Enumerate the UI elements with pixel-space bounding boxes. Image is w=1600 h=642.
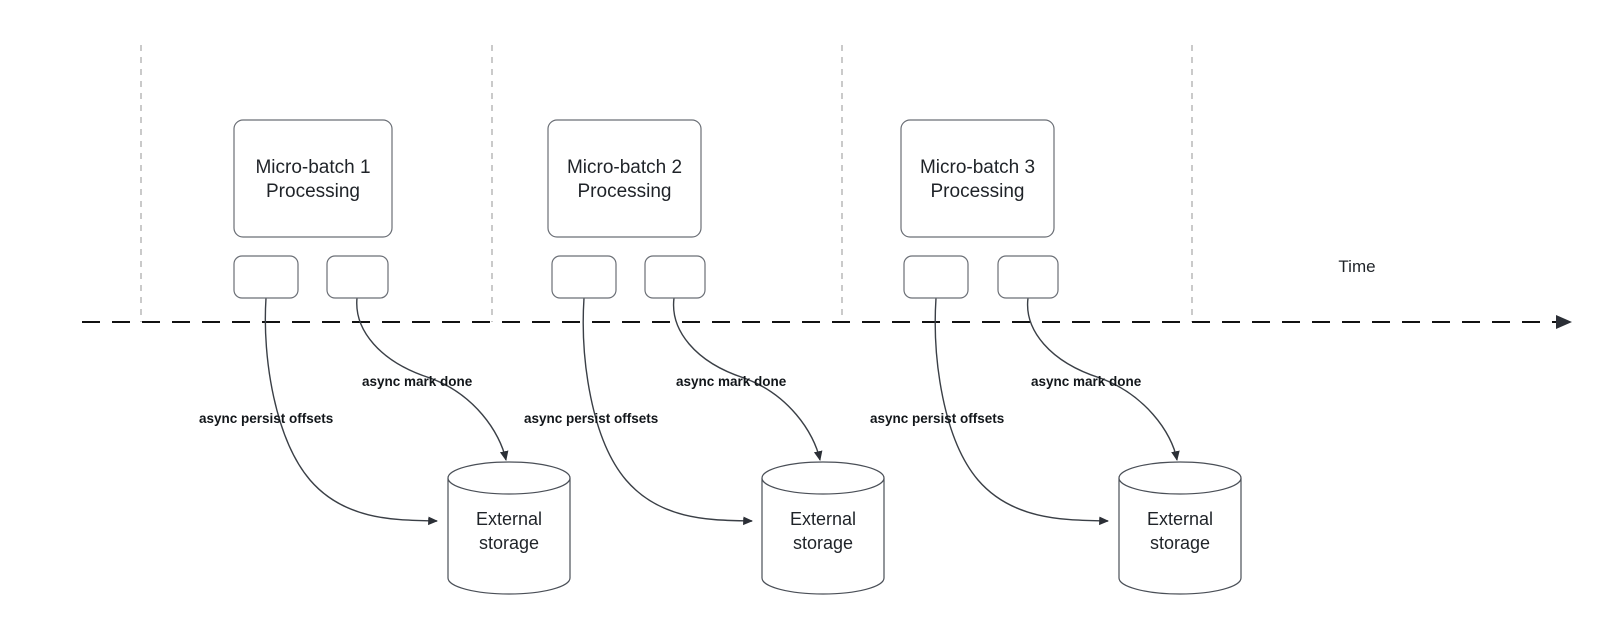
micro-batch-title: Micro-batch 3 xyxy=(920,157,1035,178)
guide-lines xyxy=(140,45,1193,322)
edge-label-async-mark-done-group-1: async mark done xyxy=(362,374,473,389)
edge-label-async-persist-offsets-group-1: async persist offsets xyxy=(199,411,333,426)
time-axis: Time xyxy=(82,257,1572,329)
micro-batch-subtitle: Processing xyxy=(266,181,360,202)
storage-label-line2: storage xyxy=(1150,533,1210,553)
storage-label-line1: External xyxy=(790,509,856,529)
edge-async-mark-done-group-1 xyxy=(356,297,509,461)
micro-batch-node-group-1[interactable]: Micro-batch 1 Processing xyxy=(233,119,393,238)
mark-done-slot-group-3[interactable] xyxy=(997,255,1059,299)
flow-edges xyxy=(264,297,1180,526)
mark-done-slot-group-1[interactable] xyxy=(326,255,389,299)
mark-done-slot-group-2[interactable] xyxy=(644,255,706,299)
edge-async-persist-offsets-group-1 xyxy=(264,297,438,526)
cylinder-body xyxy=(1118,478,1242,595)
external-storage-node-group-3[interactable]: External storage xyxy=(1118,461,1242,595)
storage-label-line2: storage xyxy=(793,533,853,553)
micro-batch-subtitle: Processing xyxy=(578,181,672,202)
micro-batch-subtitle: Processing xyxy=(931,181,1025,202)
storage-label-line1: External xyxy=(476,509,542,529)
persist-slot-group-1[interactable] xyxy=(233,255,299,299)
edge-async-persist-offsets-group-2 xyxy=(582,297,753,526)
cylinder-top xyxy=(761,461,885,495)
micro-batch-box xyxy=(900,119,1055,238)
cylinder-body xyxy=(447,478,571,595)
edge-label-async-persist-offsets-group-3: async persist offsets xyxy=(870,411,1004,426)
timeline-arrowhead xyxy=(1556,315,1572,329)
micro-batch-box xyxy=(547,119,702,238)
edge-label-async-mark-done-group-2: async mark done xyxy=(676,374,787,389)
micro-batch-box xyxy=(233,119,393,238)
storage-label-line1: External xyxy=(1147,509,1213,529)
cylinder-top xyxy=(1118,461,1242,495)
edge-async-mark-done-group-2 xyxy=(672,297,823,461)
edge-labels: async persist offsets async mark done asyn… xyxy=(199,374,1142,426)
edge-async-mark-done-group-3 xyxy=(1026,297,1180,461)
persist-slot-group-2[interactable] xyxy=(551,255,617,299)
edge-label-async-persist-offsets-group-2: async persist offsets xyxy=(524,411,658,426)
edge-label-async-mark-done-group-3: async mark done xyxy=(1031,374,1142,389)
micro-batch-node-group-3[interactable]: Micro-batch 3 Processing xyxy=(900,119,1055,238)
external-storage-node-group-2[interactable]: External storage xyxy=(761,461,885,595)
storage-label-line2: storage xyxy=(479,533,539,553)
micro-batch-title: Micro-batch 1 xyxy=(255,157,370,178)
external-storage-node-group-1[interactable]: External storage xyxy=(447,461,571,595)
edge-async-persist-offsets-group-3 xyxy=(934,297,1109,526)
time-axis-label: Time xyxy=(1338,257,1375,276)
cylinder-top xyxy=(447,461,571,495)
persist-slot-group-3[interactable] xyxy=(903,255,969,299)
micro-batch-node-group-2[interactable]: Micro-batch 2 Processing xyxy=(547,119,702,238)
micro-batch-title: Micro-batch 2 xyxy=(567,157,682,178)
cylinder-body xyxy=(761,478,885,595)
